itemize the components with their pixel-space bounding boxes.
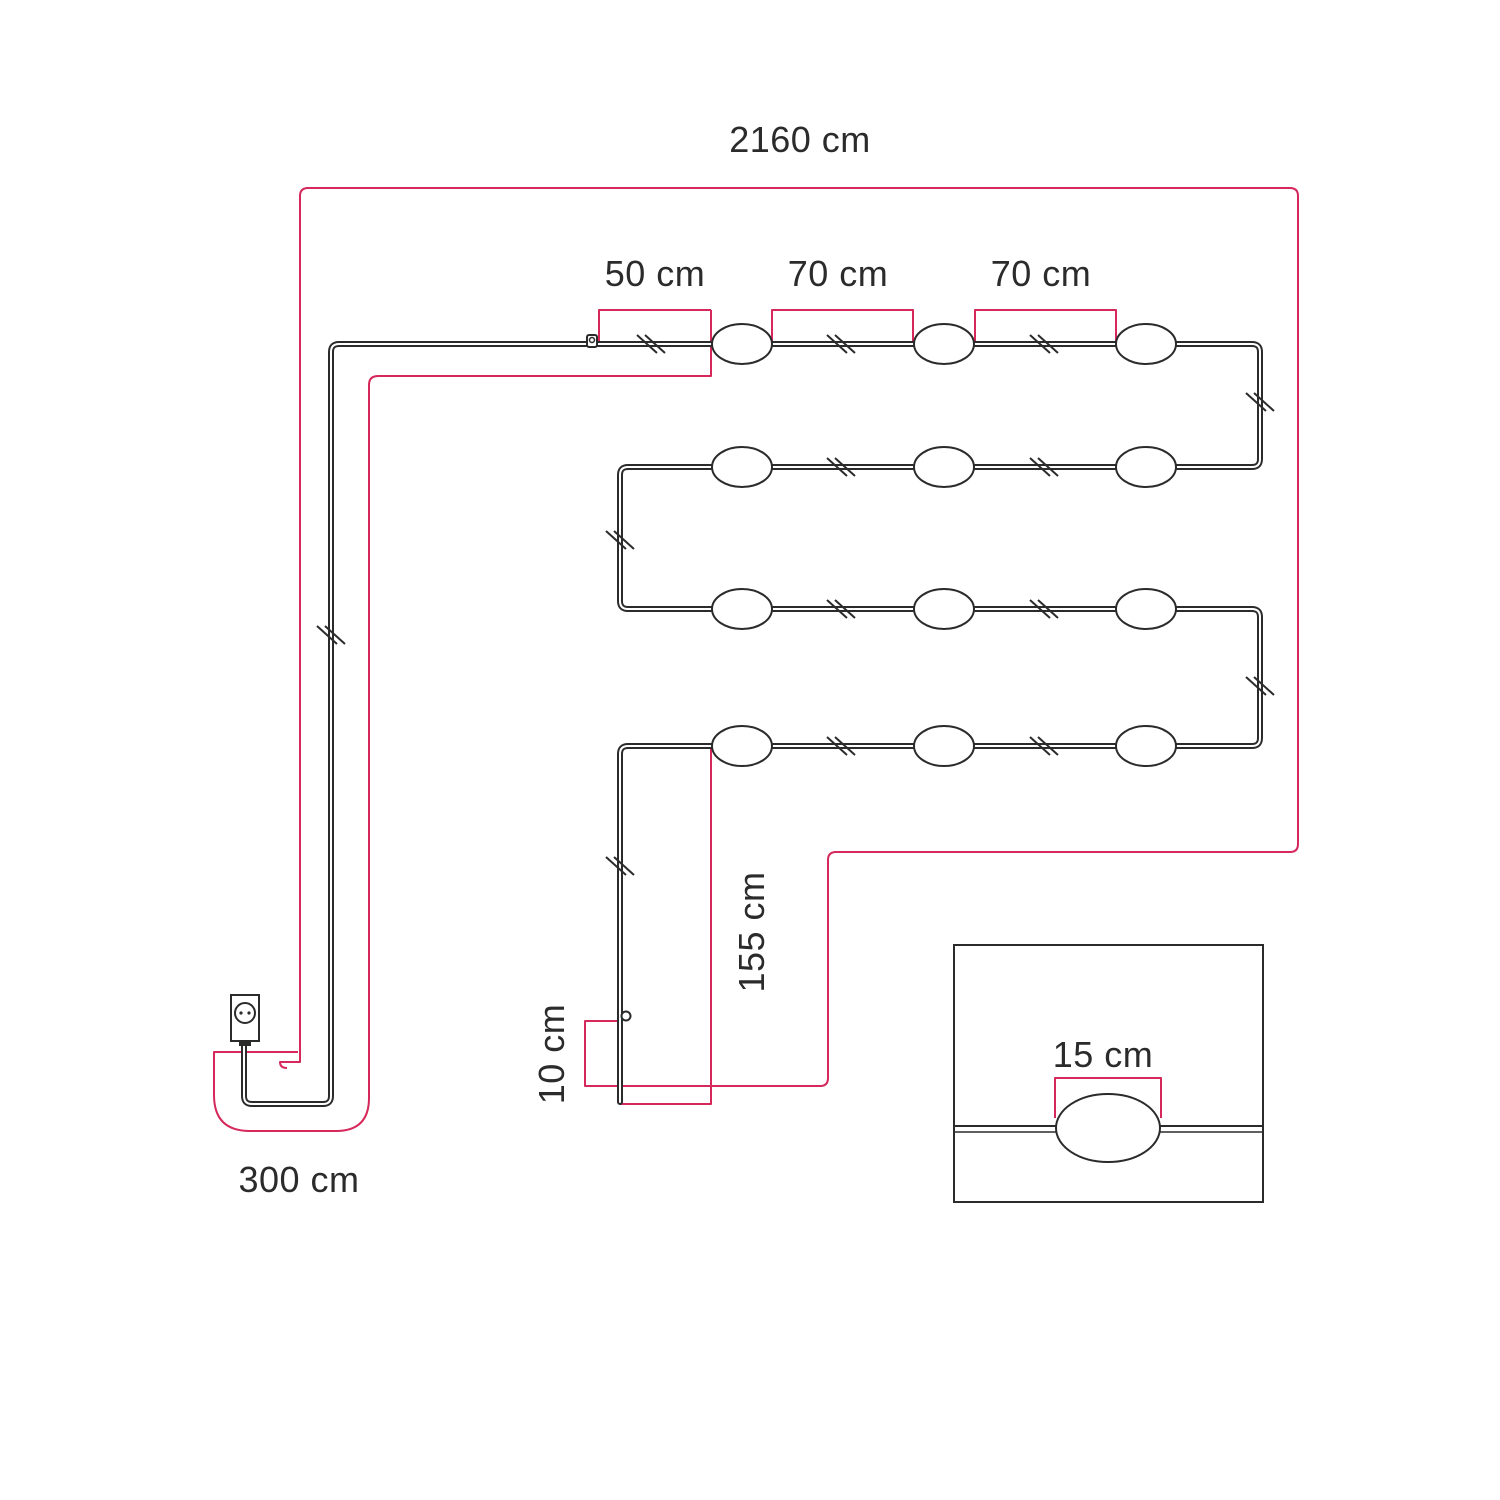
bulb xyxy=(913,323,975,365)
tail-length-label: 155 cm xyxy=(731,871,772,992)
first-spacing-label: 50 cm xyxy=(605,253,706,294)
cable-break-icon xyxy=(1029,334,1059,354)
detail-bracket xyxy=(1054,1077,1162,1118)
cable-break-icon xyxy=(826,599,856,619)
bulb-detail-inset xyxy=(953,944,1264,1203)
cable-break-icon xyxy=(826,457,856,477)
total-length-label: 2160 cm xyxy=(729,119,871,160)
bulb xyxy=(913,588,975,630)
cable-break-icon xyxy=(1029,599,1059,619)
cable-break-icon xyxy=(316,334,1275,876)
cable-break-icon xyxy=(636,334,666,354)
bulb xyxy=(913,725,975,767)
cable-break-icon xyxy=(826,736,856,756)
total-length-outline xyxy=(279,187,1299,1087)
cable-break-icon xyxy=(1029,457,1059,477)
bulbs xyxy=(711,323,1177,767)
cable-break-icon xyxy=(605,856,635,876)
cable-break-icon xyxy=(826,334,856,354)
cable-break-icon xyxy=(316,625,346,645)
bulb xyxy=(711,446,773,488)
spacing-1-label: 70 cm xyxy=(788,253,889,294)
bulb xyxy=(711,588,773,630)
end-cap-icon xyxy=(620,1010,632,1022)
cable-break-icon xyxy=(1245,676,1275,696)
tail-bracket xyxy=(620,748,712,1105)
bulb xyxy=(711,725,773,767)
bulb xyxy=(1115,588,1177,630)
first-spacing-bracket xyxy=(598,309,711,345)
labels: 2160 cm 50 cm 70 cm 70 cm 300 cm 155 cm … xyxy=(238,119,1154,1200)
detail-bulb xyxy=(1055,1093,1161,1163)
bulb xyxy=(913,446,975,488)
socket-plug-icon xyxy=(230,994,260,1046)
bulb xyxy=(1115,323,1177,365)
spacing-1-bracket xyxy=(771,309,914,343)
spacing-2-label: 70 cm xyxy=(991,253,1092,294)
end-length-label: 10 cm xyxy=(531,1004,572,1105)
dimension-lines xyxy=(213,187,1299,1132)
spacing-2-bracket xyxy=(974,309,1117,343)
feed-outline xyxy=(213,310,712,1132)
cable-break-icon xyxy=(1245,392,1275,412)
bulb xyxy=(711,323,773,365)
feed-length-label: 300 cm xyxy=(238,1159,359,1200)
cable-break-icon xyxy=(1029,736,1059,756)
bulb xyxy=(1115,725,1177,767)
bulb xyxy=(1115,446,1177,488)
detail-bulb-label: 15 cm xyxy=(1053,1034,1154,1075)
clip-icon xyxy=(586,334,598,348)
end-bracket xyxy=(584,1020,618,1087)
cable-break-icon xyxy=(605,530,635,550)
